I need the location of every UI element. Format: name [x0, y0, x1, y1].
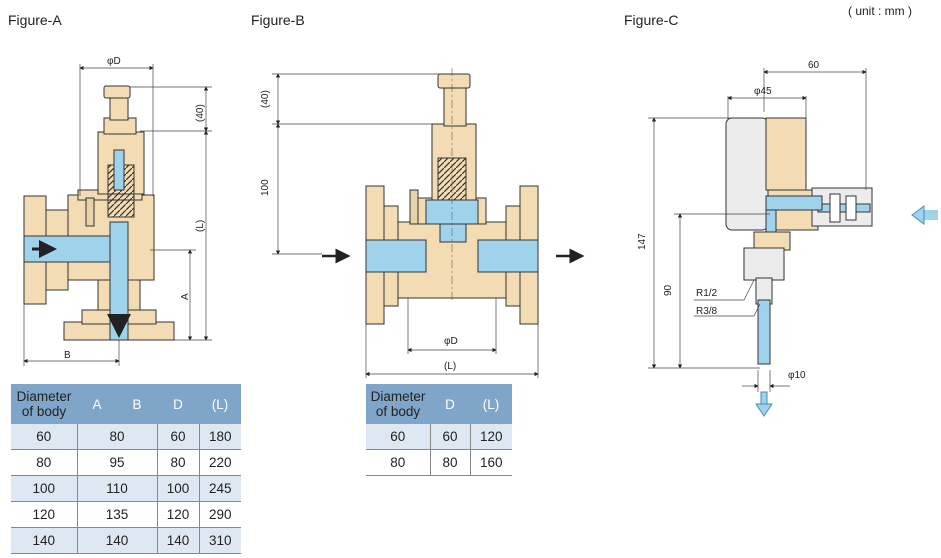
table-row: 60 80 60 180	[11, 424, 241, 450]
dim-c-r38: R3/8	[696, 306, 718, 317]
cell-d: 140	[156, 527, 199, 554]
cell-diameter: 60	[366, 424, 430, 450]
cell-a-b: 140	[76, 527, 157, 554]
table-a-header-d: D	[157, 384, 199, 424]
table-a-header-l: (L)	[199, 384, 241, 424]
cell-a-b: 110	[76, 475, 157, 502]
table-row: 80 80 160	[366, 449, 512, 476]
dim-b-40: (40)	[260, 90, 271, 108]
table-b-header-l: (L)	[470, 384, 512, 424]
cell-d: 80	[156, 449, 199, 476]
dim-a-b: B	[64, 350, 71, 361]
cell-d: 100	[156, 475, 199, 502]
cell-d: 60	[156, 424, 199, 450]
table-row: 100 110 100 245	[11, 475, 241, 502]
cell-a-b: 80	[76, 424, 157, 450]
dim-a-a: A	[180, 293, 191, 300]
figure-a-valve	[23, 85, 175, 341]
dim-a-phid: φD	[107, 56, 121, 67]
cell-a-b: 95	[76, 449, 157, 476]
cell-l: 310	[198, 527, 241, 554]
cell-diameter: 120	[11, 501, 77, 528]
figure-b-title: Figure-B	[251, 12, 305, 28]
table-row: 120 135 120 290	[11, 501, 241, 528]
cell-l: 160	[469, 449, 512, 476]
dim-c-phi45: φ45	[754, 86, 772, 97]
cell-l: 120	[469, 424, 512, 450]
dim-c-90: 90	[663, 284, 674, 296]
table-a-header-a: A	[77, 384, 117, 424]
table-a: Diameter of body A B D (L) 60 80 60 180 …	[11, 384, 241, 554]
cell-diameter: 80	[366, 449, 430, 476]
table-b: Diameter of body D (L) 60 60 120 80 80 1…	[366, 384, 512, 476]
table-row: 60 60 120	[366, 424, 512, 450]
table-row: 80 95 80 220	[11, 449, 241, 476]
dim-c-60: 60	[808, 60, 820, 71]
dim-a-40: (40)	[195, 104, 206, 122]
cell-d: 60	[429, 424, 470, 450]
table-a-header-b: B	[117, 384, 157, 424]
cell-l: 180	[198, 424, 241, 450]
dim-c-r12: R1/2	[696, 288, 718, 299]
cell-a-b: 135	[76, 501, 157, 528]
dim-c-147: 147	[637, 233, 648, 250]
unit-note: ( unit : mm )	[848, 4, 913, 18]
table-b-header-d: D	[430, 384, 470, 424]
dim-a-l: (L)	[195, 220, 206, 232]
cell-d: 80	[429, 449, 470, 476]
table-row: 140 140 140 310	[11, 527, 241, 554]
cell-d: 120	[156, 501, 199, 528]
figure-a-title: Figure-A	[8, 12, 62, 28]
cell-l: 220	[198, 449, 241, 476]
dim-c-phi10: φ10	[788, 370, 806, 381]
cell-diameter: 60	[11, 424, 77, 450]
dim-b-phid: φD	[444, 336, 458, 347]
cell-l: 245	[198, 475, 241, 502]
dim-b-100: 100	[260, 179, 271, 196]
cell-diameter: 100	[11, 475, 77, 502]
cell-diameter: 80	[11, 449, 77, 476]
table-b-header-diameter: Diameter of body	[366, 384, 430, 424]
cell-l: 290	[198, 501, 241, 528]
dim-b-l: (L)	[444, 361, 456, 372]
figure-c-valve	[725, 117, 873, 365]
table-a-header-diameter: Diameter of body	[11, 384, 77, 424]
cell-diameter: 140	[11, 527, 77, 554]
figure-c-title: Figure-C	[624, 12, 679, 28]
